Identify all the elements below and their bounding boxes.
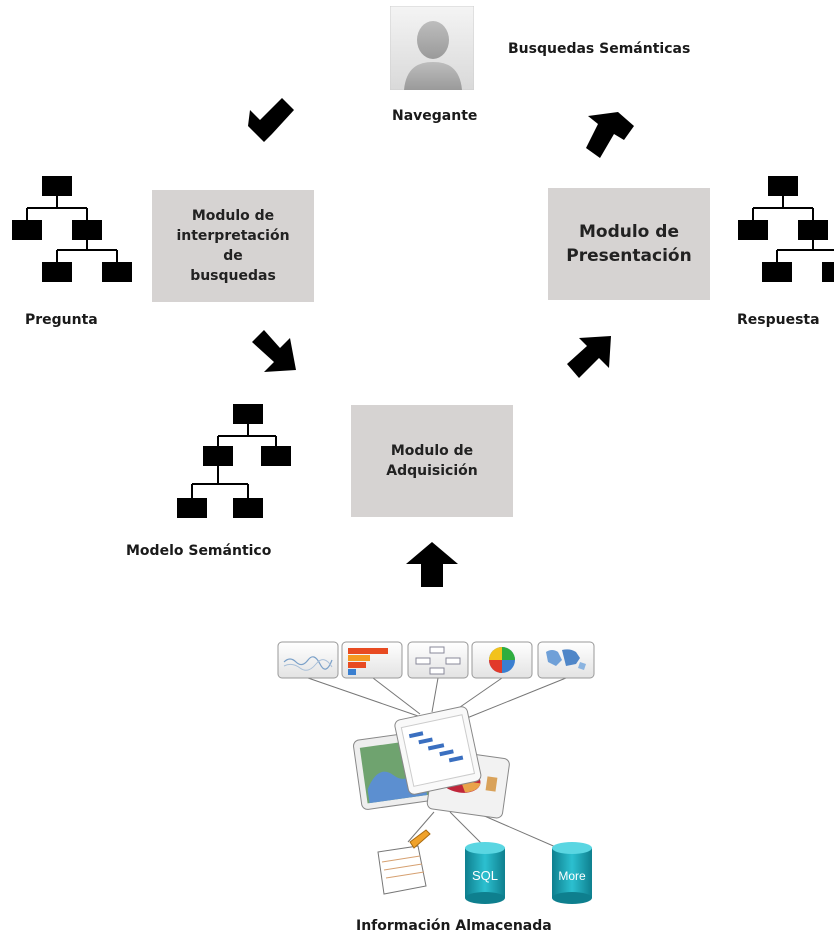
- question-label: Pregunta: [25, 312, 98, 328]
- page-title: Busquedas Semánticas: [508, 41, 691, 57]
- storage-label: Información Almacenada: [356, 918, 552, 934]
- answer-label: Respuesta: [737, 312, 820, 328]
- spreadsheet-icon: [377, 829, 431, 895]
- module-presentation-line-2: Presentación: [566, 246, 692, 266]
- user-avatar-icon: [389, 5, 475, 91]
- arrow-to-acquisition-icon: [252, 330, 296, 372]
- module-interpretation-line-3: de: [223, 248, 243, 264]
- module-presentation: Modulo de Presentación: [548, 188, 710, 300]
- sql-label: SQL: [472, 868, 498, 883]
- user-label: Navegante: [392, 108, 478, 124]
- module-interpretation-line-4: busquedas: [190, 268, 276, 284]
- answer-tree-icon: [738, 176, 834, 282]
- thumbnail-pie-icon: [471, 641, 533, 679]
- question-tree-icon: [12, 176, 132, 282]
- more-label: More: [558, 869, 586, 883]
- storage-illustration: SQL More: [277, 641, 595, 904]
- module-presentation-line-1: Modulo de: [578, 222, 679, 242]
- module-interpretation: Modulo de interpretación de busquedas: [152, 190, 314, 302]
- arrow-to-interpretation-icon: [248, 98, 294, 142]
- thumbnail-diagram-icon: [407, 641, 469, 679]
- semantic-model-tree-icon: [177, 404, 291, 518]
- sql-database-icon: SQL: [465, 842, 505, 904]
- thumbnail-bar-icon: [341, 641, 403, 679]
- thumbnail-map-icon: [537, 641, 595, 679]
- dashboard-stack-icon: [353, 706, 510, 819]
- arrow-to-presentation-icon: [567, 336, 611, 378]
- module-acquisition-line-1: Modulo de: [390, 443, 474, 459]
- more-database-icon: More: [552, 842, 592, 904]
- thumbnail-scatter-icon: [277, 641, 339, 679]
- arrow-to-user-icon: [586, 112, 634, 158]
- module-acquisition-line-2: Adquisición: [386, 463, 478, 479]
- semantic-model-label: Modelo Semántico: [126, 543, 272, 559]
- module-interpretation-line-2: interpretación: [176, 228, 290, 244]
- arrow-up-icon: [406, 542, 458, 587]
- module-interpretation-line-1: Modulo de: [191, 208, 275, 224]
- module-acquisition: Modulo de Adquisición: [351, 405, 513, 517]
